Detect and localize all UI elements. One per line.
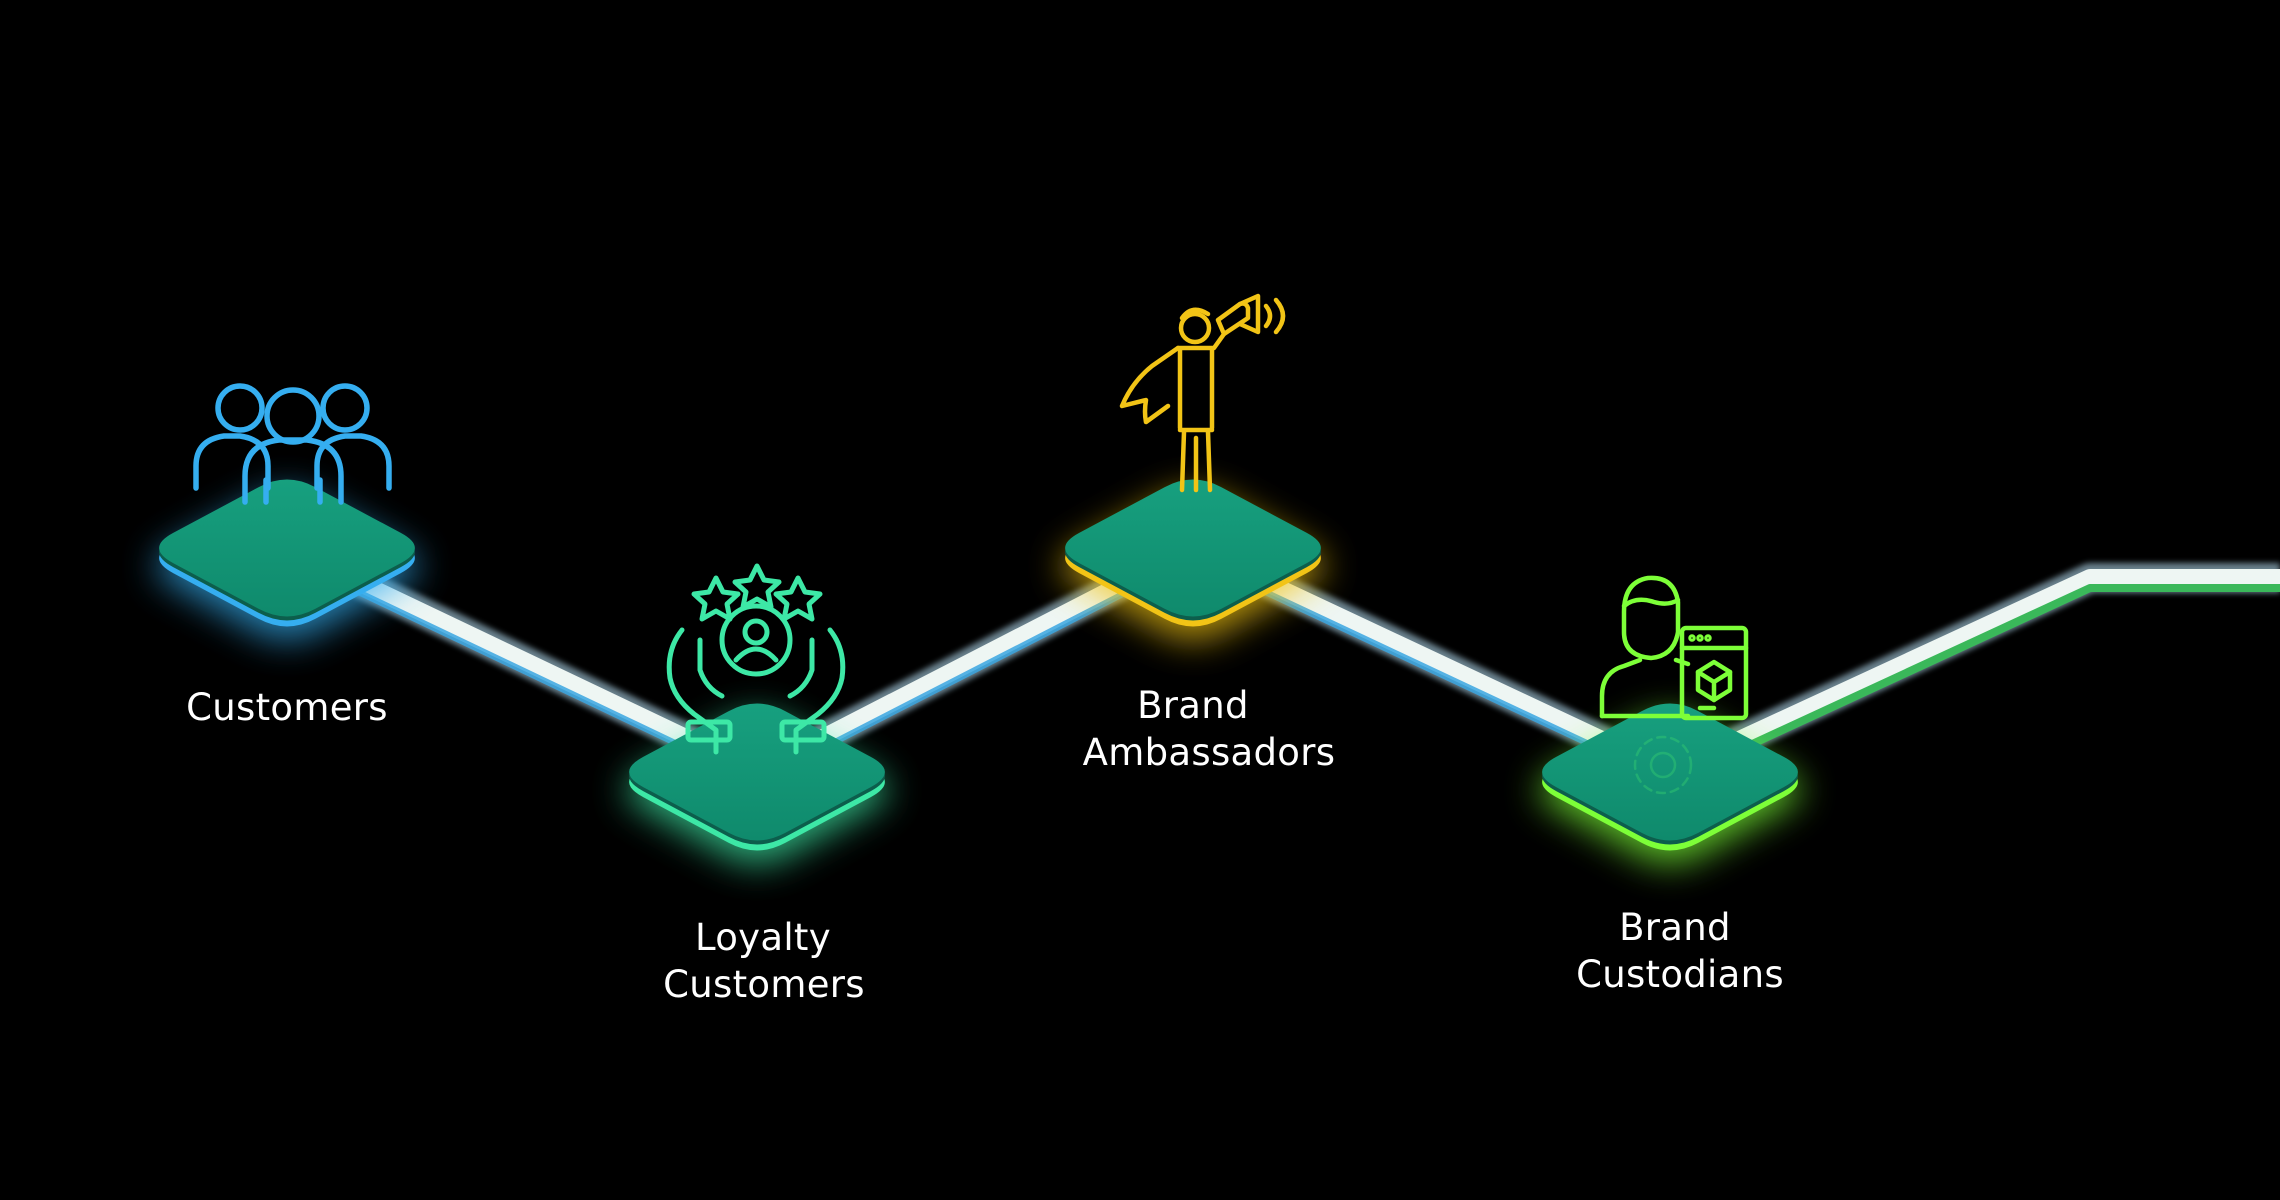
stage-customers: Customers <box>155 383 419 729</box>
hands-stars-person-icon <box>666 563 846 755</box>
stage-label-line: Brand <box>1137 684 1249 727</box>
stage-loyalty-customers: Loyalty Customers <box>625 563 889 1006</box>
stage-label-customers: Customers <box>186 686 388 729</box>
stage-label-line: Ambassadors <box>1083 731 1336 774</box>
platform-brand-ambassadors <box>1061 479 1325 640</box>
stage-label-brand-ambassadors: Brand Ambassadors <box>1083 684 1336 774</box>
stage-brand-ambassadors: Brand Ambassadors <box>1061 293 1336 774</box>
stage-brand-custodians: Brand Custodians <box>1538 575 1802 996</box>
stage-label-line: Loyalty <box>695 916 831 959</box>
people-group-icon <box>193 383 392 505</box>
person-device-icon <box>1599 575 1749 721</box>
stage-label-line: Custodians <box>1576 953 1784 996</box>
stage-label-line: Customers <box>663 963 865 1006</box>
hero-megaphone-icon <box>1119 293 1286 493</box>
stage-label-brand-custodians: Brand Custodians <box>1576 906 1784 996</box>
gear-icon <box>1633 735 1693 795</box>
path-rail <box>283 539 2280 781</box>
platform-customers <box>155 479 419 640</box>
stage-label-line: Customers <box>186 686 388 729</box>
stage-label-loyalty-customers: Loyalty Customers <box>663 916 865 1006</box>
stage-label-line: Brand <box>1619 906 1731 949</box>
path-accent-rail-green <box>1668 584 2280 786</box>
platform-loyalty-customers <box>625 703 889 864</box>
platform-brand-custodians <box>1538 703 1802 864</box>
